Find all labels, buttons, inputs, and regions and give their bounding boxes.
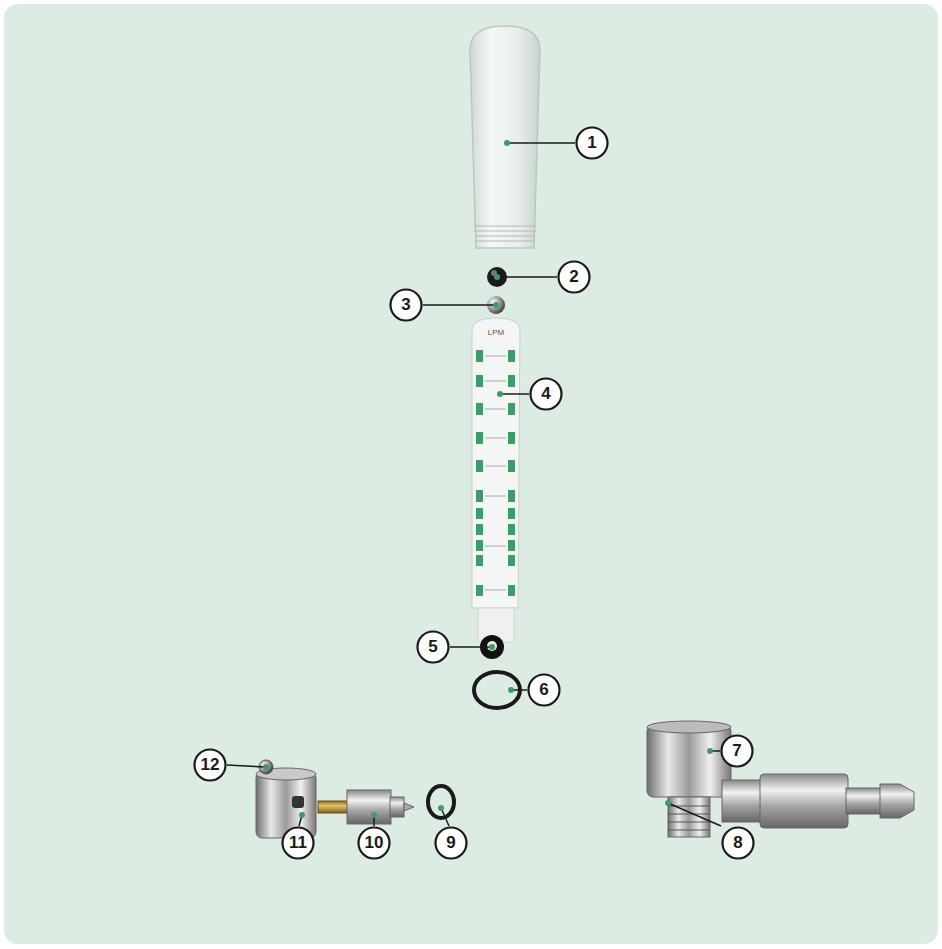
callout-circle: 2 — [557, 260, 591, 294]
callout-circle: 12 — [193, 748, 227, 782]
callout-circle: 6 — [527, 673, 561, 707]
callout-number: 8 — [721, 826, 755, 860]
callout-number: 3 — [389, 288, 423, 322]
callout-number: 2 — [557, 260, 591, 294]
callout-circle: 8 — [721, 826, 755, 860]
callout-number: 9 — [434, 826, 468, 860]
callout-number: 6 — [527, 673, 561, 707]
callout-circle: 10 — [357, 826, 391, 860]
callout-number: 1 — [575, 126, 609, 160]
callout-number: 11 — [281, 826, 315, 860]
callout-number: 7 — [720, 734, 754, 768]
callout-number: 12 — [193, 748, 227, 782]
callout-number: 4 — [529, 377, 563, 411]
callout-circle: 11 — [281, 826, 315, 860]
callout-circle: 4 — [529, 377, 563, 411]
scale-unit-label: LPM — [488, 328, 504, 337]
callout-circle: 9 — [434, 826, 468, 860]
callout-number: 10 — [357, 826, 391, 860]
callout-number: 5 — [416, 630, 450, 664]
callout-circle: 7 — [720, 734, 754, 768]
callout-circle: 3 — [389, 288, 423, 322]
callout-circle: 1 — [575, 126, 609, 160]
callout-circle: 5 — [416, 630, 450, 664]
